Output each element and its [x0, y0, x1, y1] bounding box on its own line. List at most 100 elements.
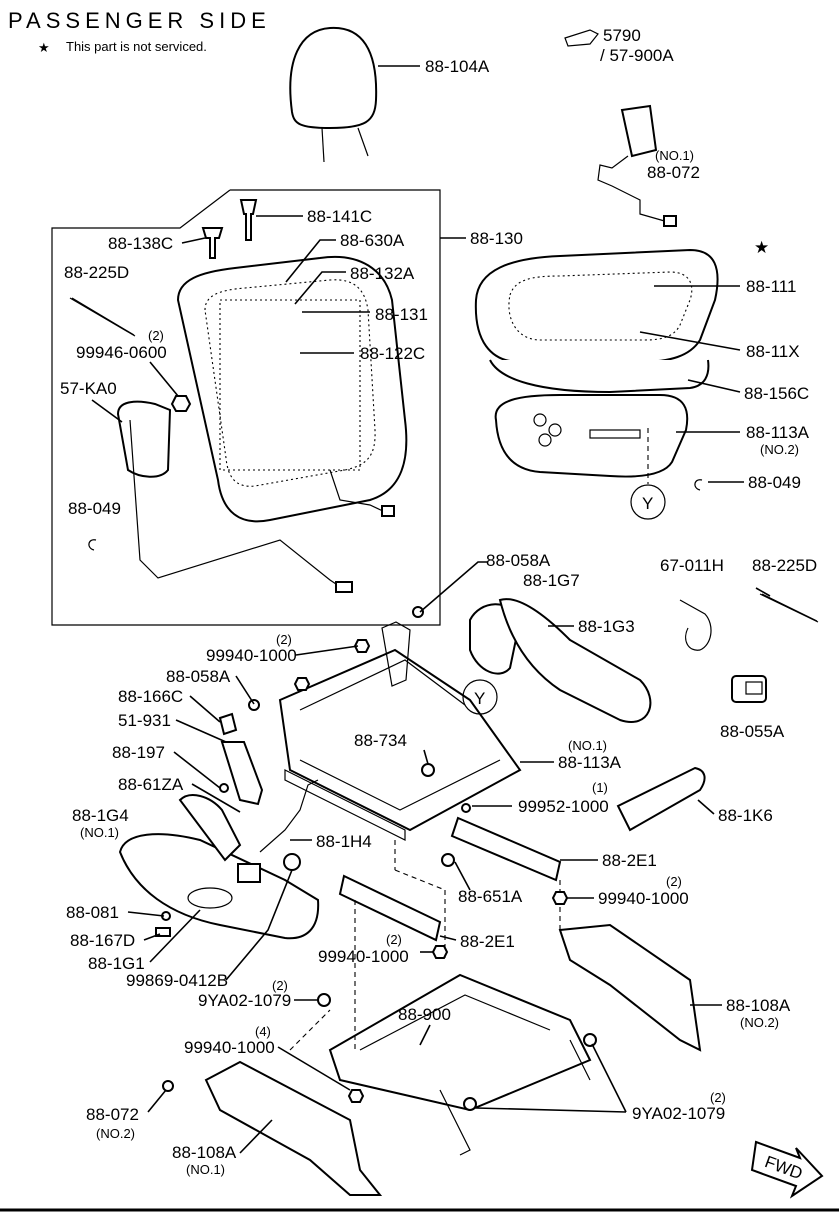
ref-sub: / 57-900A	[600, 46, 674, 65]
label-qty-2-b: (2)	[276, 632, 292, 647]
label-88-651a: 88-651A	[458, 887, 523, 906]
strap-right	[759, 593, 819, 623]
label-99952-1000: 99952-1000	[518, 797, 609, 816]
label-88-049-b: 88-049	[748, 473, 801, 492]
label-88-104a: 88-104A	[425, 57, 490, 76]
label-51-931: 51-931	[118, 711, 171, 730]
label-qty-4: (4)	[255, 1024, 271, 1039]
label-88-630a: 88-630A	[340, 231, 405, 250]
label-no1-a: (NO.1)	[655, 148, 694, 163]
label-qty-2-e: (2)	[272, 978, 288, 993]
label-qty-1: (1)	[592, 780, 608, 795]
clip-left	[88, 539, 97, 551]
cushion-star-marker: ★	[754, 238, 769, 257]
label-88-131: 88-131	[375, 305, 428, 324]
label-88-2e1-a: 88-2E1	[602, 851, 657, 870]
screw-left	[283, 853, 301, 871]
view-y-lower-text: Y	[474, 689, 485, 708]
label-99946-0600: 99946-0600	[76, 343, 167, 362]
label-qty-2-c: (2)	[666, 874, 682, 889]
label-88-900: 88-900	[398, 1005, 451, 1024]
fasteners	[155, 606, 597, 1111]
diagram-title: PASSENGER SIDE	[8, 8, 271, 33]
star-note-symbol: ★	[38, 40, 50, 55]
label-88-11x: 88-11X	[746, 342, 800, 361]
label-88-2e1-b: 88-2E1	[460, 932, 515, 951]
label-88-122c: 88-122C	[360, 344, 425, 363]
label-88-197: 88-197	[112, 743, 165, 762]
lumbar-bracket	[116, 400, 353, 593]
label-no1-c: (NO.1)	[80, 825, 119, 840]
label-88-167d: 88-167D	[70, 931, 135, 950]
headrest	[289, 26, 378, 163]
label-no2-b: (NO.2)	[740, 1015, 779, 1030]
label-88-1k6: 88-1K6	[718, 806, 773, 825]
clip-right	[694, 479, 703, 491]
label-88-058a-b: 88-058A	[166, 667, 231, 686]
label-88-049-a: 88-049	[68, 499, 121, 518]
label-88-225d-a: 88-225D	[64, 263, 129, 282]
lower-frame	[328, 973, 592, 1156]
unserviced-note: This part is not serviced.	[66, 39, 207, 54]
label-99940-1000-a: 99940-1000	[206, 646, 297, 665]
label-88-1g1: 88-1G1	[88, 954, 145, 973]
label-88-141c: 88-141C	[307, 207, 372, 226]
harness-clip	[679, 599, 712, 651]
label-88-61za: 88-61ZA	[118, 775, 184, 794]
label-88-108a-b: 88-108A	[172, 1143, 237, 1162]
label-88-225d-b: 88-225D	[752, 556, 817, 575]
seatback-group-outline	[51, 189, 441, 626]
label-88-734: 88-734	[354, 731, 407, 750]
belt-buckle	[597, 104, 677, 227]
label-no2-c: (NO.2)	[96, 1126, 135, 1141]
strap-left	[69, 297, 136, 337]
view-y-upper-text: Y	[642, 494, 653, 513]
label-99869-0412b: 99869-0412B	[126, 971, 228, 990]
track-lower	[338, 874, 442, 942]
view-y-upper-circle	[630, 484, 666, 520]
seatback-harness	[329, 469, 386, 513]
label-88-081: 88-081	[66, 903, 119, 922]
connector-box	[731, 675, 767, 703]
label-88-166c: 88-166C	[118, 687, 183, 706]
label-88-130: 88-130	[470, 229, 523, 248]
label-no1-d: (NO.1)	[186, 1162, 225, 1177]
headrest-guides	[201, 199, 258, 259]
label-88-072-a: 88-072	[647, 163, 700, 182]
view-y-lower-circle	[462, 679, 498, 715]
seat-frame	[278, 621, 522, 841]
label-no2-a: (NO.2)	[760, 442, 799, 457]
fwd-arrow: FWD	[750, 1140, 824, 1199]
side-shield-left	[118, 794, 320, 940]
label-88-1g4: 88-1G4	[72, 806, 129, 825]
side-shield-right	[469, 598, 652, 723]
trim-strip	[616, 766, 706, 832]
label-88-1g3: 88-1G3	[578, 617, 635, 636]
recliner-bracket	[218, 712, 264, 806]
label-57-ka0: 57-KA0	[60, 379, 117, 398]
front-cover-left	[204, 1060, 383, 1196]
label-qty-2-d: (2)	[386, 932, 402, 947]
label-88-138c: 88-138C	[108, 234, 173, 253]
track-upper	[450, 816, 562, 882]
label-88-132a: 88-132A	[350, 264, 415, 283]
label-88-156c: 88-156C	[744, 384, 809, 403]
label-88-072-b: 88-072	[86, 1105, 139, 1124]
label-9ya02-1079-b: 9YA02-1079	[632, 1104, 725, 1123]
label-9ya02-1079-a: 9YA02-1079	[198, 991, 291, 1010]
rear-cover-right	[558, 923, 702, 1052]
seatback-connector	[381, 505, 395, 517]
label-99940-1000-d: 99940-1000	[184, 1038, 275, 1057]
seat-cushion	[474, 248, 719, 394]
leader-lines	[91, 65, 771, 1154]
nut-left	[170, 395, 192, 412]
label-88-113a-b: 88-113A	[558, 753, 622, 772]
label-88-113a-a: 88-113A	[746, 423, 810, 442]
seat-pan	[494, 394, 689, 478]
label-88-058a-a: 88-058A	[486, 551, 551, 570]
label-88-111: 88-111	[746, 277, 796, 296]
seat-harness	[259, 779, 319, 853]
label-67-011h: 67-011H	[660, 556, 724, 575]
label-no1-b: (NO.1)	[568, 738, 607, 753]
